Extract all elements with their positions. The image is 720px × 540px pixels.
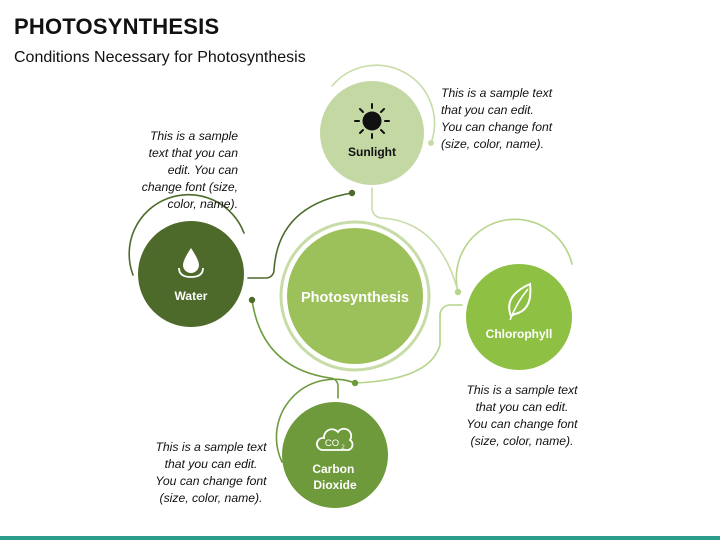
- water-outer-arc: [128, 193, 245, 276]
- center-circle: [287, 228, 423, 364]
- water-label: Water: [175, 289, 208, 303]
- chlorophyll-outer-arc: [455, 218, 573, 293]
- center-ring: [279, 220, 431, 372]
- chlorophyll-note: This is a sample text that you can edit.…: [466, 383, 578, 448]
- water-dot-top: [348, 189, 356, 197]
- water-drop-icon: [178, 248, 204, 278]
- page-subtitle: Conditions Necessary for Photosynthesis: [14, 49, 306, 66]
- sunlight-dot: [428, 140, 434, 146]
- water-note: This is a sample text that you can edit.…: [141, 129, 238, 211]
- co2-cloud-icon: CO 2: [316, 427, 354, 451]
- carbon-note: This is a sample text that you can edit.…: [155, 440, 267, 505]
- sunlight-note: This is a sample text that you can edit.…: [441, 86, 553, 151]
- carbon-label-line-2: Dioxide: [313, 478, 357, 492]
- center-node: Photosynthesis: [279, 220, 431, 372]
- chlorophyll-label: Chlorophyll: [486, 327, 553, 341]
- chlorophyll-dot: [454, 288, 462, 296]
- center-label: Photosynthesis: [301, 290, 409, 306]
- sun-icon: [354, 103, 390, 139]
- water-dot: [248, 296, 256, 304]
- connector-lines: [128, 64, 573, 463]
- sunlight-outer-arc: [331, 64, 436, 144]
- chlorophyll-connector: [354, 314, 441, 384]
- carbon-circle: [282, 402, 388, 508]
- page-title: PHOTOSYNTHESIS: [14, 14, 220, 39]
- carbon-outer-arc: [275, 378, 356, 463]
- node-sunlight: Sunlight: [320, 81, 424, 185]
- sunlight-connector: [371, 187, 459, 293]
- carbon-label-line-1: Carbon: [312, 462, 354, 476]
- node-chlorophyll: Chlorophyll: [466, 264, 572, 370]
- carbon-connector: [251, 299, 339, 399]
- water-circle: [138, 221, 244, 327]
- node-carbon-dioxide: CO 2 Carbon Dioxide: [282, 402, 388, 508]
- water-connector: [247, 192, 353, 279]
- chlorophyll-circle: [466, 264, 572, 370]
- sunlight-label: Sunlight: [348, 145, 396, 159]
- chlorophyll-connector-top: [439, 304, 463, 316]
- node-water: Water: [138, 221, 244, 327]
- co2-subscript: 2: [341, 445, 345, 451]
- leaf-icon: [508, 282, 532, 321]
- carbon-dot: [351, 379, 359, 387]
- co2-text: CO: [325, 438, 339, 449]
- carbon-label: Carbon Dioxide: [312, 462, 357, 492]
- bottom-accent-bar: [0, 536, 720, 540]
